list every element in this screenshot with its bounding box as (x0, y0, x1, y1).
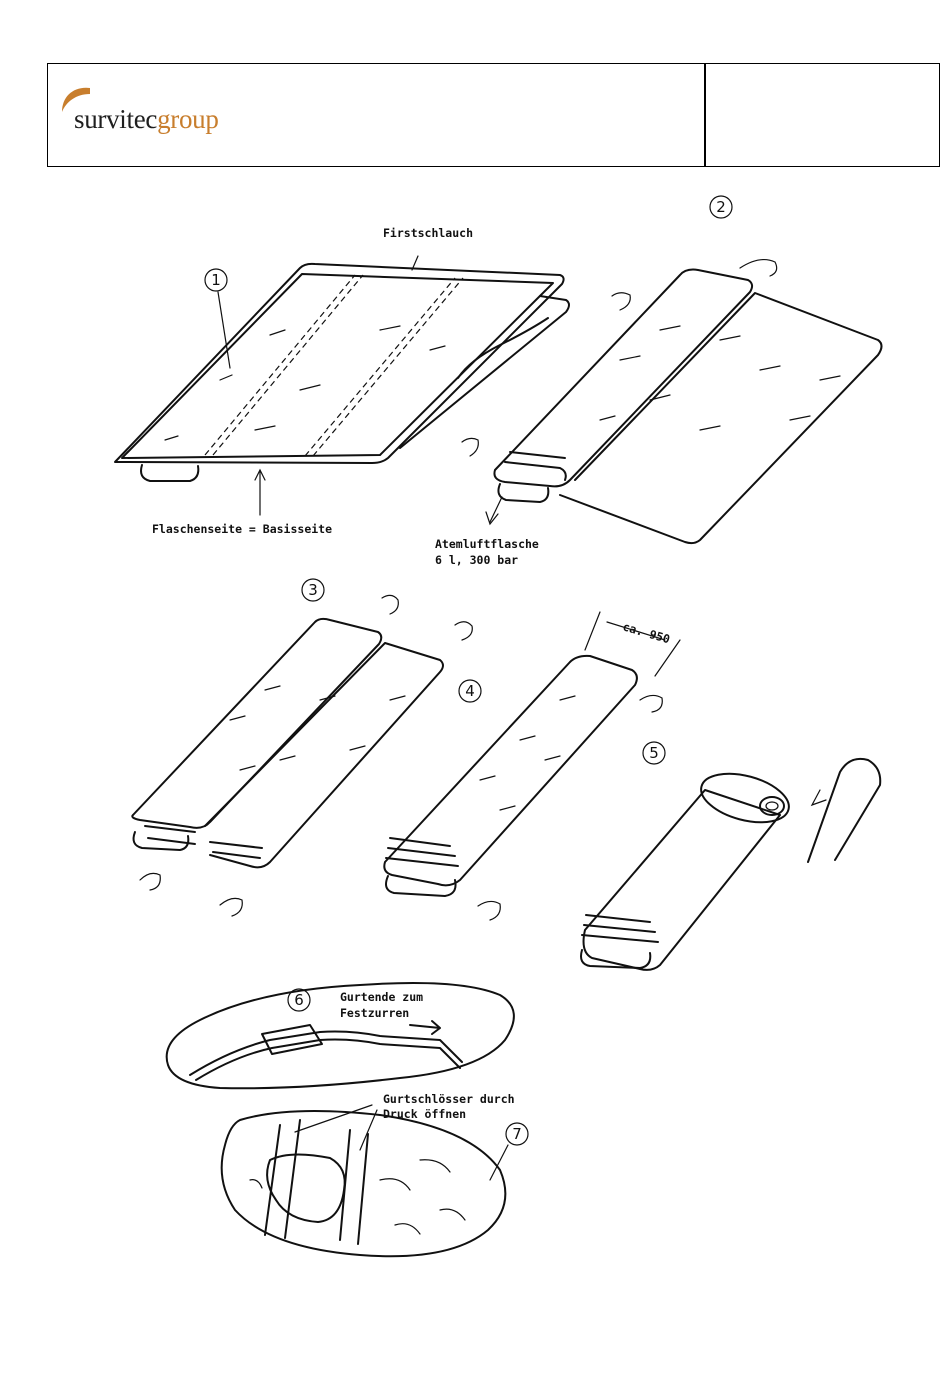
step-marker-7: 7 (506, 1123, 528, 1145)
svg-text:4: 4 (465, 682, 475, 700)
svg-text:5: 5 (649, 744, 659, 762)
label-atemluft-line2: 6 l, 300 bar (435, 553, 518, 567)
step-7-packed-raft (222, 1105, 508, 1256)
step-1-flat-raft (115, 256, 569, 515)
svg-text:2: 2 (716, 198, 726, 216)
svg-text:6: 6 (294, 991, 304, 1009)
step-marker-6: 6 (288, 989, 310, 1011)
step-4-long-strip (384, 612, 680, 920)
label-gurtende-line2: Festzurren (340, 1006, 409, 1020)
label-gurtende-line1: Gurtende zum (340, 990, 423, 1004)
label-firstschlauch: Firstschlauch (383, 226, 473, 240)
step-2-first-fold (462, 260, 882, 544)
step-3-double-fold (132, 595, 472, 916)
label-gurtschloss-line1: Gurtschlösser durch (383, 1092, 515, 1106)
step-marker-4: 4 (459, 680, 481, 702)
label-gurtschloss-line2: Druck öffnen (383, 1107, 466, 1121)
label-dimension: ca. 950 (621, 619, 672, 646)
step-marker-2: 2 (710, 196, 732, 218)
step-marker-1: 1 (205, 269, 227, 291)
step-5-rolling (581, 759, 880, 970)
svg-text:1: 1 (211, 271, 221, 289)
label-atemluft-line1: Atemluftflasche (435, 537, 539, 551)
step-marker-3: 3 (302, 579, 324, 601)
step-marker-5: 5 (643, 742, 665, 764)
svg-text:7: 7 (512, 1125, 522, 1143)
svg-text:3: 3 (308, 581, 318, 599)
label-flaschenseite: Flaschenseite = Basisseite (152, 522, 332, 536)
